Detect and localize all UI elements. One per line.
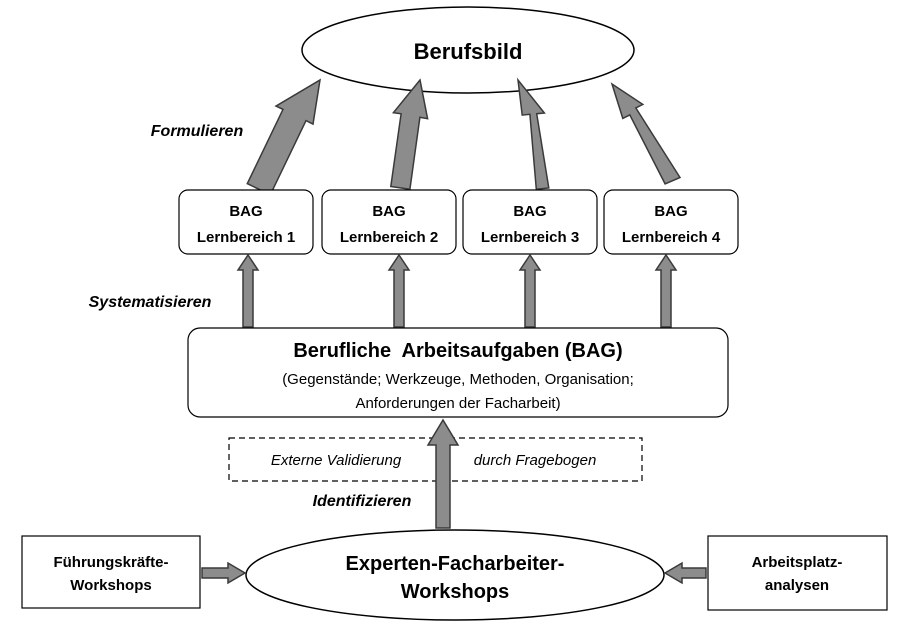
area-3-line1: BAG bbox=[513, 203, 546, 220]
arrow-area1-to-berufsbild bbox=[246, 78, 321, 196]
arrow-area3-to-berufsbild bbox=[516, 77, 550, 191]
area-2-line1: BAG bbox=[372, 203, 405, 220]
fuehrungskraefte-line2: Workshops bbox=[70, 577, 151, 594]
step-label-formulieren: Formulieren bbox=[151, 123, 244, 140]
main-title: Berufliche Arbeitsaufgaben (BAG) bbox=[293, 340, 622, 362]
area-4-line1: BAG bbox=[654, 203, 687, 220]
area-box-4 bbox=[603, 189, 739, 255]
fuehrungskraefte-line1: Führungskräfte- bbox=[53, 554, 168, 571]
main-line2: Anforderungen der Facharbeit) bbox=[355, 395, 560, 412]
experten-line2: Workshops bbox=[401, 581, 510, 603]
arrow-workshops-to-main bbox=[426, 418, 460, 529]
berufsbild-label: Berufsbild bbox=[414, 39, 523, 64]
arbeitsplatz-line1: Arbeitsplatz- bbox=[752, 554, 843, 571]
arbeitsplatz-line2: analysen bbox=[765, 577, 829, 594]
berufsbild-ellipse bbox=[301, 6, 635, 94]
validation-left-text: Externe Validierung bbox=[271, 452, 402, 469]
arrow-main-to-area2 bbox=[387, 253, 411, 328]
area-4-line2: Lernbereich 4 bbox=[622, 229, 721, 246]
area-1-line2: Lernbereich 1 bbox=[197, 229, 295, 246]
step-label-systematisieren: Systematisieren bbox=[89, 294, 212, 311]
arrow-left-box-to-workshops bbox=[201, 561, 247, 585]
arbeitsplatz-box bbox=[707, 535, 888, 611]
area-box-1 bbox=[178, 189, 314, 255]
arrow-main-to-area3 bbox=[518, 253, 542, 328]
experten-line1: Experten-Facharbeiter- bbox=[346, 553, 565, 575]
main-line1: (Gegenstände; Werkzeuge, Methoden, Organ… bbox=[282, 371, 634, 388]
main-box bbox=[187, 327, 729, 418]
arrow-area2-to-berufsbild bbox=[389, 78, 429, 191]
validation-right-text: durch Fragebogen bbox=[474, 452, 597, 469]
arrow-area4-to-berufsbild bbox=[610, 82, 682, 185]
step-label-identifizieren: Identifizieren bbox=[313, 493, 412, 510]
area-2-line2: Lernbereich 2 bbox=[340, 229, 438, 246]
experten-workshops-ellipse bbox=[245, 529, 665, 621]
arrow-main-to-area1 bbox=[236, 253, 260, 328]
area-3-line2: Lernbereich 3 bbox=[481, 229, 579, 246]
fuehrungskraefte-box bbox=[21, 535, 201, 609]
arrow-main-to-area4 bbox=[654, 253, 678, 328]
area-1-line1: BAG bbox=[229, 203, 262, 220]
arrow-right-box-to-workshops bbox=[663, 561, 707, 585]
area-box-2 bbox=[321, 189, 457, 255]
